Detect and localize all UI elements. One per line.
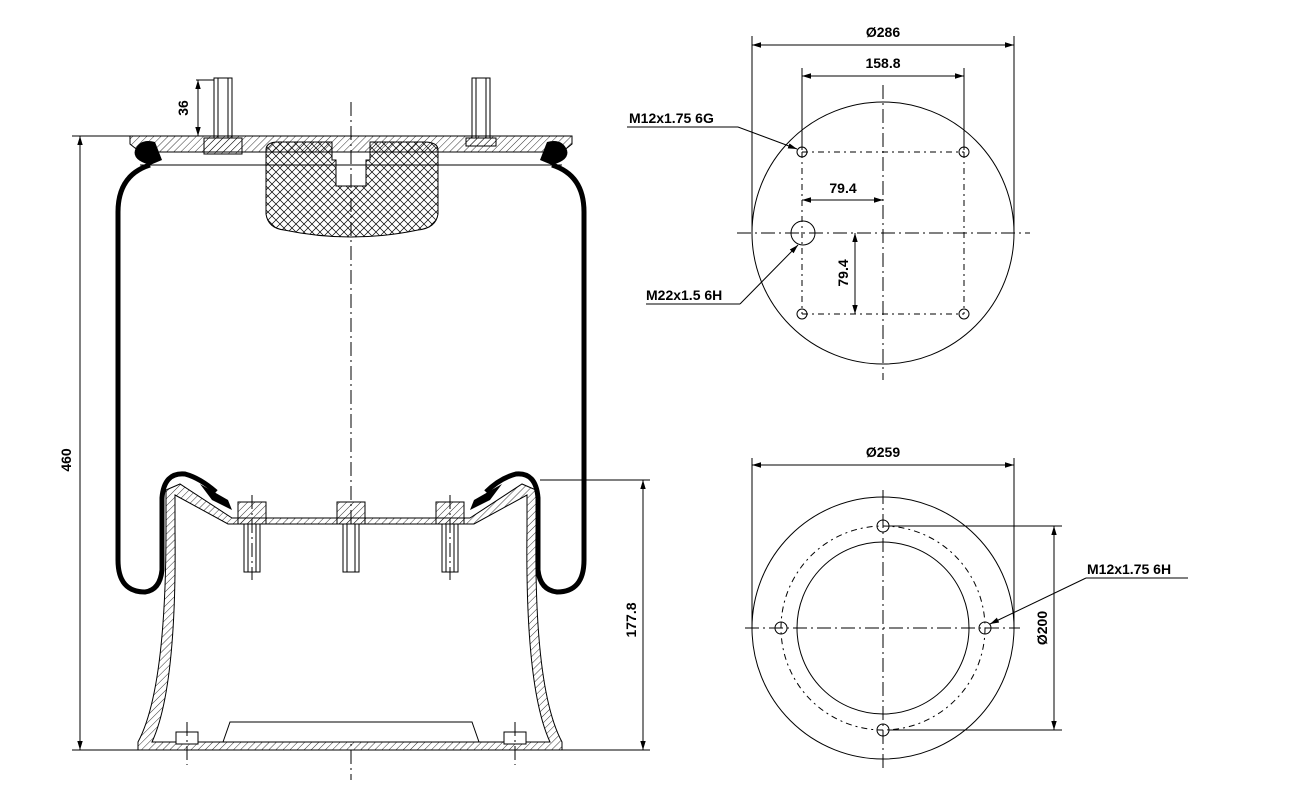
bellows (115, 162, 587, 595)
bolt-circle-label: Ø200 (1034, 611, 1050, 645)
air-port (790, 220, 816, 246)
offset-y-label: 79.4 (835, 259, 851, 286)
stud-height-label: 36 (175, 100, 191, 116)
top-plate-view: Ø286 158.8 79.4 79.4 M12x1.75 6G M22x1.5… (627, 24, 1030, 380)
overall-height-label: 460 (58, 448, 74, 472)
piston-diameter-label: Ø259 (866, 444, 900, 460)
piston-height-label: 177.8 (623, 602, 639, 637)
piston-hole (978, 621, 992, 635)
bolt-spacing-label: 158.8 (865, 55, 900, 71)
piston-bolt-thread-label: M12x1.75 6H (1087, 561, 1171, 577)
piston-hole (774, 621, 788, 635)
top-diameter-label: Ø286 (866, 24, 900, 40)
stud-right (465, 77, 497, 147)
dim-stud-height: 36 (175, 79, 214, 137)
side-view: 36 460 177.8 (58, 77, 650, 780)
offset-x-label: 79.4 (829, 180, 856, 196)
dim-overall-height: 460 (58, 135, 138, 751)
bumper (265, 141, 439, 238)
stud-hole (958, 308, 970, 320)
stud-thread-label: M12x1.75 6G (629, 110, 714, 126)
stud-hole (796, 308, 808, 320)
piston-bolt-left (237, 495, 267, 580)
piston-view: Ø259 Ø200 M12x1.75 6H (745, 444, 1188, 770)
air-port-label: M22x1.5 6H (646, 287, 722, 303)
piston-bolt-right (435, 495, 465, 580)
stud-left (203, 77, 243, 155)
dim-piston-height: 177.8 (540, 479, 650, 751)
piston-bolt-center (336, 501, 366, 573)
